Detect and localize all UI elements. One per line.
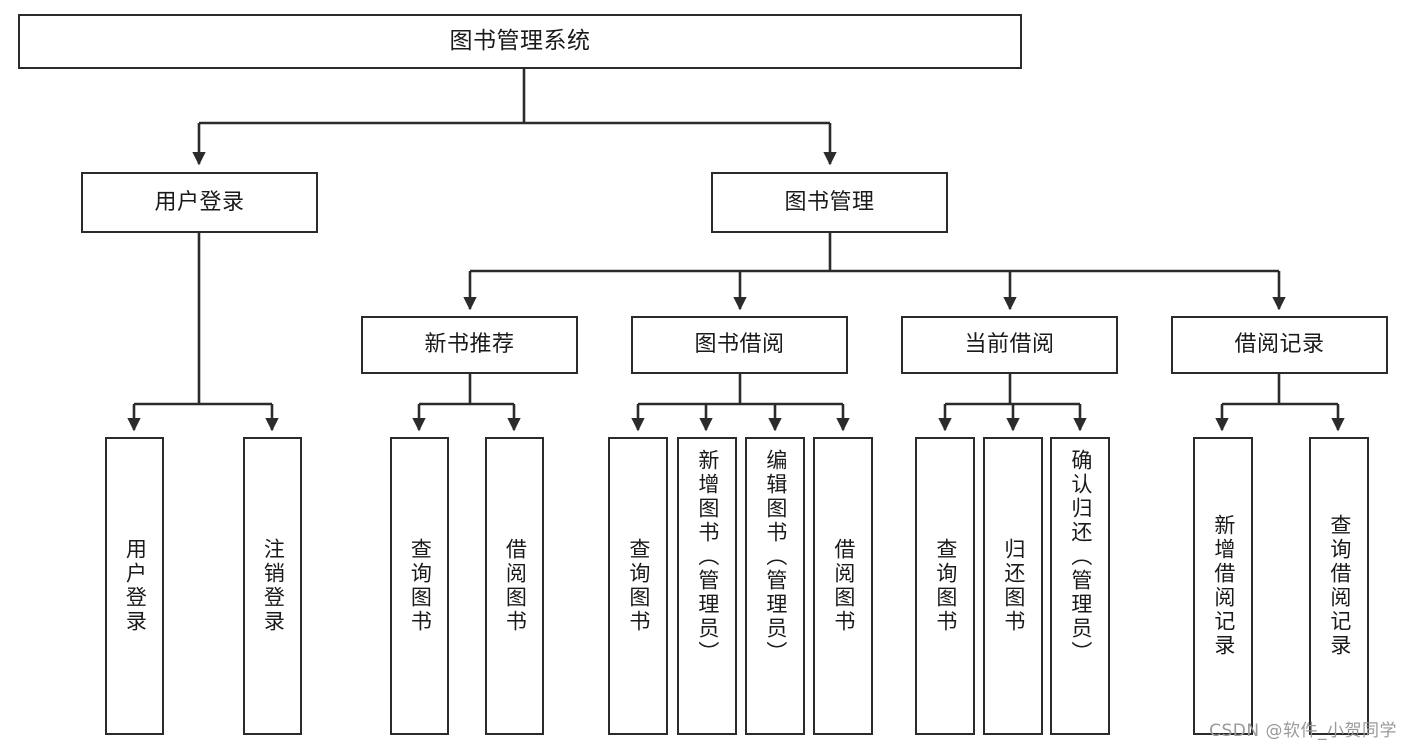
node-book-management-label: 图书管理 bbox=[784, 189, 875, 215]
node-user-login[interactable]: 用户登录 bbox=[81, 172, 318, 233]
node-root-label: 图书管理系统 bbox=[449, 27, 591, 54]
watermark: CSDN @软件_小贺同学 bbox=[1209, 721, 1397, 741]
node-new-book-recommendation-label: 新书推荐 bbox=[424, 332, 515, 358]
leaf-record-add-label: 新增借阅记录 bbox=[1211, 514, 1236, 658]
leaf-record-query[interactable]: 查询借阅记录 bbox=[1309, 437, 1369, 735]
leaf-current-query-book[interactable]: 查询图书 bbox=[915, 437, 975, 735]
node-user-login-label: 用户登录 bbox=[154, 189, 245, 215]
leaf-current-return-book-label: 归还图书 bbox=[1001, 538, 1026, 634]
leaf-user-login-signout[interactable]: 注销登录 bbox=[243, 437, 302, 735]
leaf-current-return-book[interactable]: 归还图书 bbox=[983, 437, 1043, 735]
node-book-management[interactable]: 图书管理 bbox=[711, 172, 948, 233]
leaf-borrow-edit-book-admin-label: 编辑图书（管理员） bbox=[763, 449, 788, 665]
node-current-borrow-label: 当前借阅 bbox=[964, 332, 1055, 358]
leaf-borrow-borrow-book-label: 借阅图书 bbox=[831, 538, 856, 634]
leaf-user-login-signout-label: 注销登录 bbox=[261, 538, 286, 634]
leaf-borrow-query-book[interactable]: 查询图书 bbox=[608, 437, 668, 735]
leaf-record-query-label: 查询借阅记录 bbox=[1327, 514, 1352, 658]
leaf-new-book-borrow-label: 借阅图书 bbox=[503, 538, 528, 634]
node-current-borrow[interactable]: 当前借阅 bbox=[901, 316, 1118, 374]
leaf-user-login-signin-label: 用户登录 bbox=[123, 538, 148, 634]
node-book-borrow[interactable]: 图书借阅 bbox=[631, 316, 848, 374]
leaf-borrow-add-book-admin-label: 新增图书（管理员） bbox=[695, 449, 720, 665]
node-new-book-recommendation[interactable]: 新书推荐 bbox=[361, 316, 578, 374]
node-root[interactable]: 图书管理系统 bbox=[18, 14, 1022, 69]
leaf-borrow-edit-book-admin[interactable]: 编辑图书（管理员） bbox=[745, 437, 805, 735]
leaf-new-book-query-label: 查询图书 bbox=[408, 538, 433, 634]
leaf-current-confirm-return-admin[interactable]: 确认归还（管理员） bbox=[1050, 437, 1110, 735]
node-borrow-record[interactable]: 借阅记录 bbox=[1171, 316, 1388, 374]
leaf-current-query-book-label: 查询图书 bbox=[933, 538, 958, 634]
leaf-borrow-borrow-book[interactable]: 借阅图书 bbox=[813, 437, 873, 735]
leaf-current-confirm-return-admin-label: 确认归还（管理员） bbox=[1068, 449, 1093, 665]
node-book-borrow-label: 图书借阅 bbox=[694, 332, 785, 358]
leaf-user-login-signin[interactable]: 用户登录 bbox=[105, 437, 164, 735]
leaf-borrow-add-book-admin[interactable]: 新增图书（管理员） bbox=[677, 437, 737, 735]
leaf-record-add[interactable]: 新增借阅记录 bbox=[1193, 437, 1253, 735]
leaf-borrow-query-book-label: 查询图书 bbox=[626, 538, 651, 634]
node-borrow-record-label: 借阅记录 bbox=[1234, 332, 1325, 358]
leaf-new-book-borrow[interactable]: 借阅图书 bbox=[485, 437, 544, 735]
leaf-new-book-query[interactable]: 查询图书 bbox=[390, 437, 449, 735]
